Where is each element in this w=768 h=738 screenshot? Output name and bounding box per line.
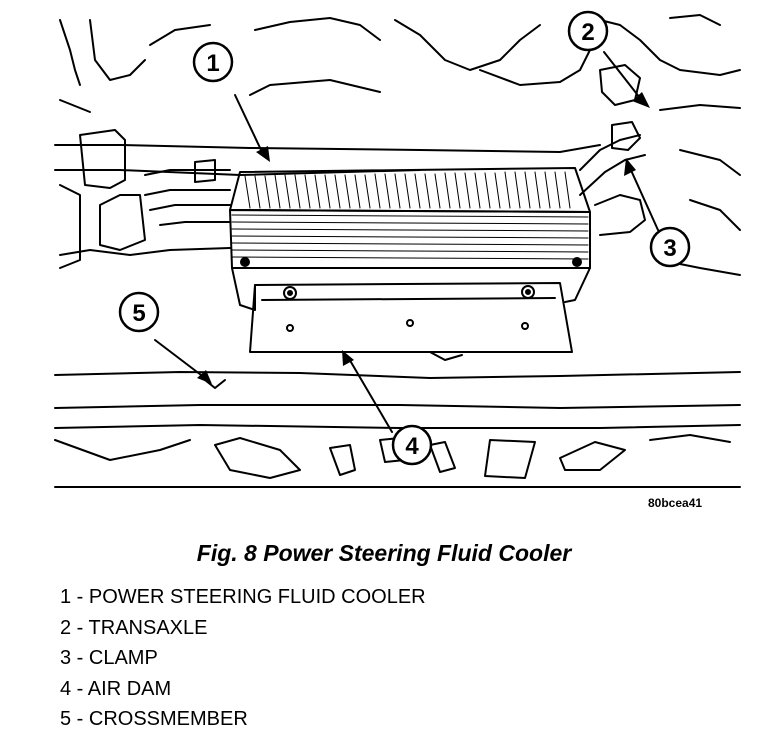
left-hoses <box>54 129 601 269</box>
callout-circle-5 <box>118 291 160 333</box>
crossmember <box>54 371 741 488</box>
callout-circle-1 <box>192 41 234 83</box>
legend-item: 4 - AIR DAM <box>60 677 172 700</box>
arrowheads <box>197 92 650 384</box>
legend-list: 1 - POWER STEERING FLUID COOLER 2 - TRAN… <box>60 582 426 735</box>
callout-label-3: 3 <box>663 235 676 262</box>
callout-circle-2 <box>567 10 609 52</box>
cooler-illustration: 1 2 3 4 5 <box>54 10 741 488</box>
legend-item: 2 - TRANSAXLE <box>60 616 208 639</box>
callout-circle-4 <box>391 424 433 466</box>
callout-label-2: 2 <box>581 19 594 46</box>
callout-label-4: 4 <box>405 433 419 460</box>
callout-circle-3 <box>649 226 691 268</box>
legend-item: 1 - POWER STEERING FLUID COOLER <box>60 586 426 608</box>
background-machinery <box>59 14 741 276</box>
mounting-bracket <box>249 282 573 361</box>
callout-label-5: 5 <box>132 300 145 327</box>
legend-item: 5 - CROSSMEMBER <box>60 708 248 730</box>
figure-caption: Fig. 8 Power Steering Fluid Cooler <box>196 540 572 566</box>
legend-item: 3 - CLAMP <box>60 647 158 669</box>
cooler-body <box>229 167 591 311</box>
image-code: 80bcea41 <box>648 496 703 510</box>
leader-lines <box>154 51 659 433</box>
callout-label-1: 1 <box>206 50 219 77</box>
